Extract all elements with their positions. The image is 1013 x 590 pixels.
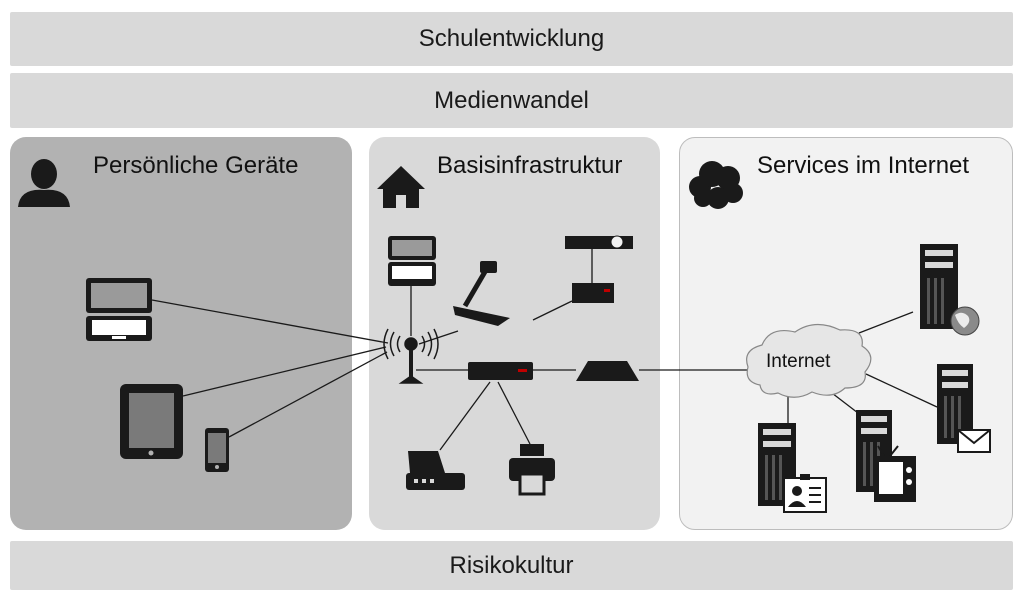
projector-icon [565,235,633,303]
internet-label: Internet [766,351,831,372]
line-switch-printer [497,381,531,445]
desktop-computer-icon [388,236,436,286]
tablet-icon [120,384,183,459]
media-server-icon [856,410,916,502]
line-internet-mailserver [865,373,938,408]
cloud-icon [689,161,743,209]
wlan-antenna-icon [383,328,439,384]
band-label: Medienwandel [434,86,589,114]
line-camera-projector [532,300,573,321]
connection-lines [151,249,938,451]
band-medienwandel: Medienwandel [10,73,1013,128]
scanner-icon [406,451,465,490]
band-label: Schulentwicklung [418,25,605,52]
person-icon [18,159,70,207]
line-laptop-antenna [151,299,389,344]
internet-cloud-icon [746,323,872,398]
line-switch-scanner [439,381,491,451]
network-switch-icon [468,362,533,380]
line-phone-antenna [228,351,388,438]
band-label: Risikokultur [449,551,574,579]
router-icon [576,361,639,381]
line-tablet-antenna [182,346,387,397]
panel-title-infra: Basisinfrastruktur [437,152,623,179]
web-server-icon [920,244,980,336]
band-schulentwicklung: Schulentwicklung [10,12,1013,66]
line-camera-antenna [418,330,459,345]
document-camera-icon [453,261,510,326]
panel-title-personal: Persönliche Geräte [93,152,299,179]
panel-title-services: Services im Internet [757,152,970,179]
phone-icon [205,428,229,472]
printer-icon [509,444,555,496]
laptop-icon [86,278,152,341]
line-internet-webserver [858,311,914,334]
mail-server-icon [937,364,991,453]
band-risikokultur: Risikokultur [10,541,1013,590]
identity-server-icon [758,423,827,513]
house-icon [377,166,425,208]
